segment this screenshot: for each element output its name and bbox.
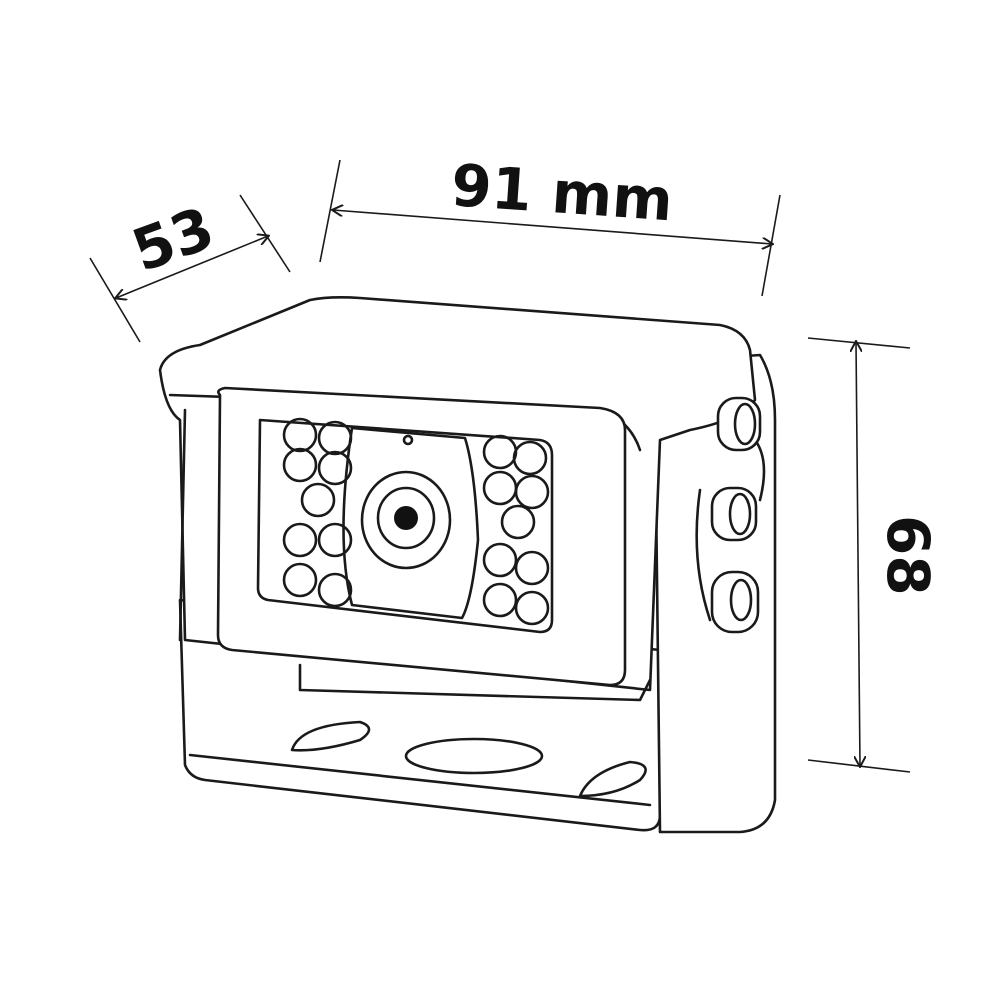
extension-line [319,159,341,263]
connector-socket [728,492,752,536]
ir-led-icon [482,542,518,578]
connector-socket [729,578,753,622]
connector-group [695,396,766,634]
height-arrow [856,342,860,766]
cable-icon [753,438,766,502]
width-dimension: 91 mm [319,151,781,297]
extension-line [807,337,911,349]
extension-line [807,759,911,773]
ir-led-icon [514,474,550,510]
height-dimension: 68 [807,337,942,773]
width-arrow [333,210,772,244]
ir-led-icon [514,590,550,626]
ir-led-icon [317,450,353,486]
extension-line [89,257,141,343]
ir-led-icon [282,562,318,598]
ir-led-icon [514,550,550,586]
extension-line [761,194,781,297]
lens-ring [360,470,452,570]
connector-socket [733,402,757,446]
ir-led-icon [482,582,518,618]
ir-led-icon [282,417,318,453]
connector-icon [716,396,762,452]
sensor-dot [402,434,414,446]
lens-plate [342,426,480,620]
bracket-slot [578,760,647,798]
connector-icon [710,486,758,542]
extension-line [239,194,291,273]
ir-led-icon [512,440,548,476]
cable-icon [695,488,712,622]
ir-led-array [282,417,550,626]
ir-led-icon [500,504,536,540]
bracket-edge [188,753,652,807]
ir-led-icon [300,482,336,518]
camera-drawing [158,296,777,834]
lens-icon [394,506,418,530]
bracket-hole [404,737,544,775]
ir-led-icon [317,522,353,558]
depth-label: 53 [124,194,223,286]
ir-led-icon [317,572,353,608]
ir-led-icon [282,522,318,558]
height-label: 68 [874,515,942,596]
ir-led-icon [282,447,318,483]
depth-arrow [116,236,268,298]
ir-led-icon [317,420,353,456]
lens-inner-ring [376,486,436,550]
housing-base [298,663,652,702]
lens-window [256,418,554,634]
bracket-slot [290,720,371,752]
width-label: 91 mm [449,151,675,234]
housing-edge [178,408,187,642]
